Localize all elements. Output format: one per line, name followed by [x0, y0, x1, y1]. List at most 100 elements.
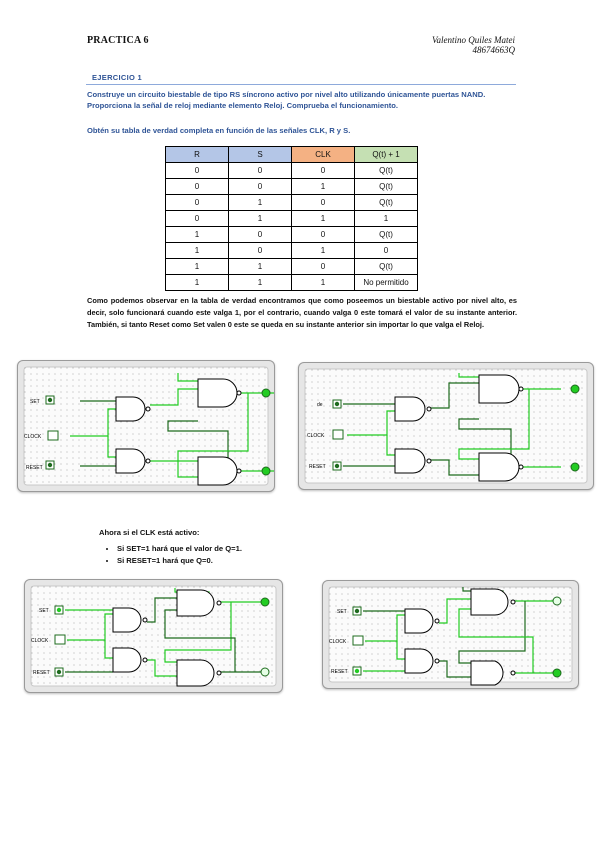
clock-input-label: CLOCK: [307, 433, 325, 439]
clock-input-label: CLOCK: [31, 638, 49, 644]
clock-input-label: CLOCK: [24, 434, 42, 440]
header-r: R: [165, 146, 229, 163]
table-row: 0 1 0 Q(t): [165, 194, 418, 211]
list-item: Si RESET=1 hará que Q=0.: [117, 555, 242, 567]
exercise-statement: Construye un circuito biestable de tipo …: [87, 90, 486, 110]
cell-s: 0: [228, 226, 292, 243]
cell-r: 0: [165, 162, 229, 179]
cell-s: 1: [228, 194, 292, 211]
output-q-led-icon: [552, 596, 562, 606]
cell-q-next: Q(t): [354, 258, 418, 275]
cell-clk: 0: [291, 162, 355, 179]
exercise-instruction: Obtén su tabla de verdad completa en fun…: [87, 126, 351, 135]
output-q-led-icon: [261, 388, 271, 398]
set-input-label: SET: [337, 609, 347, 615]
circuit-screenshot-4: SET CLOCK RESET: [322, 580, 579, 689]
nand-gate-icon: [404, 648, 434, 674]
table-row: 1 0 1 0: [165, 242, 418, 259]
reset-input-label: RESET: [309, 464, 326, 470]
table-row: 1 1 1 No permitido: [165, 274, 418, 291]
author-name: Valentino Quiles Matei: [432, 35, 515, 45]
cell-s: 1: [228, 258, 292, 275]
nand-gate-icon: [394, 396, 426, 422]
header-clk: CLK: [291, 146, 355, 163]
cell-q-next: Q(t): [354, 226, 418, 243]
circuit-diagram: de CLOCK RESET: [304, 368, 588, 484]
exercise-title: EJERCICIO 1: [92, 73, 142, 82]
cell-clk: 1: [291, 274, 355, 291]
nand-gate-icon: [478, 452, 520, 482]
list-item: Si SET=1 hará que el valor de Q=1.: [117, 543, 242, 555]
circuit-diagram: SET CLOCK RESET: [23, 366, 274, 486]
nand-gate-icon: [470, 660, 504, 686]
nand-gate-icon: [197, 456, 238, 486]
cell-clk: 1: [291, 242, 355, 259]
reset-input-label: RESET: [331, 669, 348, 675]
nand-gate-icon: [394, 448, 426, 474]
cell-s: 0: [228, 242, 292, 259]
clk-active-list: Si SET=1 hará que el valor de Q=1. Si RE…: [105, 543, 242, 567]
nand-gate-icon: [478, 374, 520, 404]
cell-q-next: Q(t): [354, 194, 418, 211]
cell-clk: 0: [291, 258, 355, 275]
cell-s: 0: [228, 178, 292, 195]
header-s: S: [228, 146, 292, 163]
set-input-label: de: [317, 402, 323, 408]
cell-q-next: 1: [354, 210, 418, 227]
cell-clk: 0: [291, 194, 355, 211]
reset-input-label: RESET: [26, 465, 43, 471]
nand-gate-icon: [112, 607, 142, 633]
cell-clk: 1: [291, 178, 355, 195]
output-nq-led-icon: [260, 667, 270, 677]
circuit-screenshot-3: SET CLOCK RESET: [24, 579, 283, 693]
author-block: Valentino Quiles Matei 48674663Q: [405, 35, 515, 55]
table-row: 0 0 1 Q(t): [165, 178, 418, 195]
nand-gate-icon: [115, 396, 146, 422]
output-q-led-icon: [260, 597, 270, 607]
nand-gate-icon: [112, 647, 142, 673]
cell-q-next: No permitido: [354, 274, 418, 291]
output-nq-led-icon: [570, 462, 580, 472]
student-id: 48674663Q: [472, 45, 516, 55]
set-input-label: SET: [39, 608, 49, 614]
cell-r: 1: [165, 274, 229, 291]
cell-clk: 0: [291, 226, 355, 243]
truth-table-header: R S CLK Q(t) + 1: [165, 146, 418, 163]
nand-gate-icon: [176, 659, 215, 687]
cell-s: 1: [228, 210, 292, 227]
cell-q-next: Q(t): [354, 178, 418, 195]
output-nq-led-icon: [261, 466, 271, 476]
output-nq-led-icon: [552, 668, 562, 678]
truth-table: R S CLK Q(t) + 1 0 0 0 Q(t) 0 0 1 Q(t) 0…: [165, 146, 418, 291]
table-row: 1 1 0 Q(t): [165, 258, 418, 275]
nand-gate-icon: [197, 378, 238, 408]
clock-input-label: CLOCK: [329, 639, 347, 645]
nand-gate-icon: [470, 588, 509, 616]
clk-active-intro: Ahora si el CLK está activo:: [99, 528, 200, 537]
cell-r: 0: [165, 194, 229, 211]
reset-input-label: RESET: [33, 670, 50, 676]
circuit-screenshot-2: de CLOCK RESET: [298, 362, 594, 490]
cell-s: 0: [228, 162, 292, 179]
nand-gate-icon: [115, 448, 146, 474]
explanation-paragraph: Como podemos observar en la tabla de ver…: [87, 296, 517, 329]
cell-r: 1: [165, 226, 229, 243]
table-row: 0 1 1 1: [165, 210, 418, 227]
cell-r: 0: [165, 178, 229, 195]
nand-gate-icon: [176, 589, 215, 617]
table-row: 1 0 0 Q(t): [165, 226, 418, 243]
cell-clk: 1: [291, 210, 355, 227]
output-q-led-icon: [570, 384, 580, 394]
document-title: PRACTICA 6: [87, 35, 149, 46]
nand-gate-icon: [404, 608, 434, 634]
cell-q-next: 0: [354, 242, 418, 259]
set-input-label: SET: [30, 399, 40, 405]
circuit-diagram: SET CLOCK RESET: [328, 586, 573, 686]
cell-s: 1: [228, 274, 292, 291]
cell-r: 1: [165, 258, 229, 275]
header-q-next: Q(t) + 1: [354, 146, 418, 163]
table-row: 0 0 0 Q(t): [165, 162, 418, 179]
circuit-diagram: SET CLOCK RESET: [30, 585, 277, 687]
cell-r: 0: [165, 210, 229, 227]
cell-r: 1: [165, 242, 229, 259]
